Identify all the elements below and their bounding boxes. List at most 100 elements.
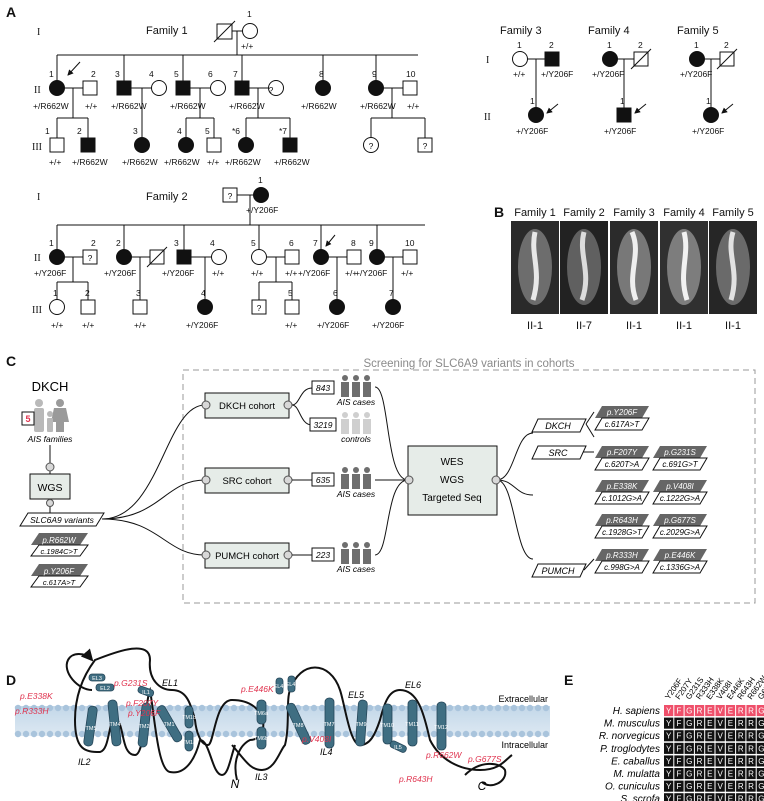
svg-text:EL2: EL2 <box>100 686 110 692</box>
lipid-head <box>510 730 518 738</box>
lipid-head <box>542 704 550 712</box>
svg-text:635: 635 <box>316 475 330 485</box>
residue-letter: G <box>686 757 692 766</box>
svg-text:*7: *7 <box>279 126 287 136</box>
residue-cell <box>725 705 736 717</box>
residue-cell <box>705 730 715 742</box>
residue-letter: G <box>686 782 692 791</box>
svg-text:p.E446K: p.E446K <box>240 684 274 694</box>
pedigree-families-3-5: Family 3 Family 4 Family 5 I II <box>484 25 738 123</box>
residue-cell <box>694 768 705 780</box>
lipid-head <box>542 730 550 738</box>
residue-letter: R <box>748 782 754 791</box>
lipid-head <box>118 704 126 712</box>
lipid-head <box>366 730 374 738</box>
svg-text:1: 1 <box>45 126 50 136</box>
residue-cell <box>684 768 694 780</box>
residue-cell <box>746 780 756 792</box>
svg-text:p.G231S: p.G231S <box>663 448 696 457</box>
lipid-head <box>22 704 30 712</box>
residue-cell <box>674 742 684 754</box>
svg-text:+/R662W: +/R662W <box>111 101 147 111</box>
panel-label-d: D <box>6 672 16 688</box>
svg-text:TM4: TM4 <box>110 722 121 728</box>
svg-text:+/+: +/+ <box>51 320 63 330</box>
residue-letter: R <box>748 757 754 766</box>
residue-cell <box>684 742 694 754</box>
svg-text:AIS cases: AIS cases <box>336 397 376 407</box>
residue-cell <box>725 793 736 801</box>
residue-letter: R <box>697 744 703 753</box>
residue-letter: Y <box>666 782 672 791</box>
svg-text:c.1222G>A: c.1222G>A <box>660 494 700 503</box>
species-label: M. musculus <box>604 719 660 730</box>
svg-text:1: 1 <box>517 40 522 50</box>
residue-cell <box>664 755 674 767</box>
lipid-head <box>158 730 166 738</box>
lipid-head <box>94 730 102 738</box>
residue-letter: V <box>717 770 723 779</box>
residue-letter: G <box>758 795 764 801</box>
residue-cell <box>705 705 715 717</box>
residue-cell <box>674 768 684 780</box>
svg-text:6: 6 <box>208 69 213 79</box>
svg-text:controls: controls <box>341 434 372 444</box>
slc6a9-variants-label: SLC6A9 variants <box>30 515 95 525</box>
residue-cell <box>694 742 705 754</box>
svg-text:1: 1 <box>530 96 535 106</box>
residue-cell <box>684 755 694 767</box>
xray-id-1: II-1 <box>527 320 543 332</box>
xray-image-5 <box>709 221 757 314</box>
lipid-head <box>486 704 494 712</box>
family-2-title: Family 2 <box>146 191 188 203</box>
svg-text:?: ? <box>228 191 233 201</box>
lipid-head <box>78 704 86 712</box>
svg-text:9: 9 <box>372 69 377 79</box>
svg-text:2: 2 <box>116 238 121 248</box>
variant-tags: p.Y206F c.617A>T p.F207Y c.620T>A p.G231… <box>594 406 708 574</box>
residue-letter: R <box>748 770 754 779</box>
svg-text:p.R333H: p.R333H <box>605 551 638 560</box>
residue-cell <box>756 717 764 729</box>
residue-cell <box>684 780 694 792</box>
svg-text:TM5: TM5 <box>86 726 97 732</box>
xray-id-2: II-7 <box>576 320 592 332</box>
svg-text:p.E338K: p.E338K <box>606 482 638 491</box>
svg-text:4: 4 <box>149 69 154 79</box>
lipid-head <box>454 730 462 738</box>
svg-text:c.617A>T: c.617A>T <box>605 420 641 429</box>
residue-letter: G <box>758 757 764 766</box>
lipid-head <box>78 730 86 738</box>
lipid-head <box>502 730 510 738</box>
residue-letter: E <box>728 770 733 779</box>
lipid-head <box>318 704 326 712</box>
lipid-head <box>534 730 542 738</box>
residue-letter: R <box>738 770 744 779</box>
svg-text:1: 1 <box>247 9 252 19</box>
people-icons <box>341 375 371 564</box>
lipid-head <box>518 704 526 712</box>
residue-cell <box>674 755 684 767</box>
lipid-head <box>14 704 22 712</box>
species-label: H. sapiens <box>613 706 660 717</box>
svg-text:1: 1 <box>49 238 54 248</box>
residue-cell <box>736 742 746 754</box>
svg-text:1: 1 <box>607 40 612 50</box>
intracellular-label: Intracellular <box>501 740 548 750</box>
residue-letter: F <box>677 795 682 801</box>
xray-image-3 <box>610 221 658 314</box>
lipid-head <box>126 704 134 712</box>
svg-text:TM7: TM7 <box>324 722 335 728</box>
residue-cell <box>664 768 674 780</box>
svg-text:+/R662W: +/R662W <box>229 101 265 111</box>
svg-text:+/+: +/+ <box>49 157 61 167</box>
svg-text:TM10: TM10 <box>380 723 394 729</box>
svg-text:2: 2 <box>91 69 96 79</box>
lipid-head <box>486 730 494 738</box>
residue-letter: R <box>738 732 744 741</box>
svg-text:+/Y206F: +/Y206F <box>34 268 66 278</box>
residue-letter: G <box>686 795 692 801</box>
xray-title-3: Family 3 <box>613 207 655 219</box>
svg-text:4: 4 <box>201 288 206 298</box>
